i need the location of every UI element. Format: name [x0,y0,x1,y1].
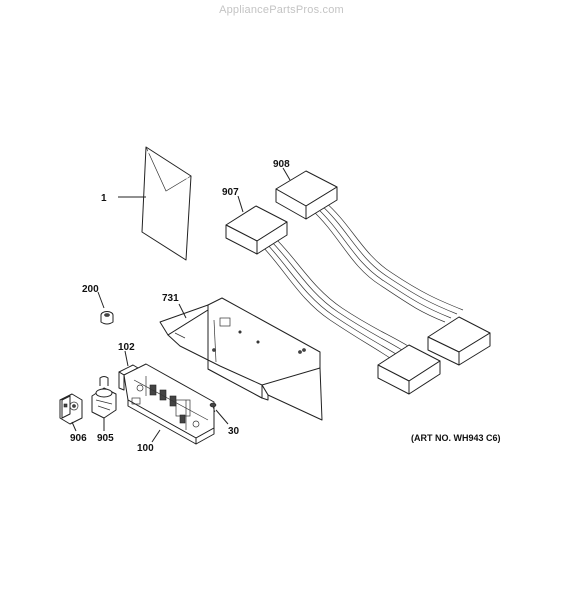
part-30-screw[interactable] [209,402,217,413]
callout-908: 908 [273,159,290,170]
callout-1: 1 [101,193,107,204]
part-1-manual[interactable] [141,146,192,261]
leader-906 [71,421,77,432]
part-906-switch[interactable] [59,393,83,425]
watermark: AppliancePartsPros.com [219,4,344,16]
leader-907 [237,195,244,213]
part-905-rotary-switch[interactable] [91,376,117,419]
callout-907: 907 [222,187,239,198]
part-908-wire-harness[interactable] [275,170,491,366]
leader-30 [215,409,229,425]
leader-100 [151,429,161,443]
callout-731: 731 [162,293,179,304]
callout-905: 905 [97,433,114,444]
leader-200 [97,291,105,309]
part-100-control-board[interactable] [123,363,215,445]
callout-100: 100 [137,443,154,454]
art-number: (ART NO. WH943 C6) [411,433,501,443]
callout-906: 906 [70,433,87,444]
part-200-knob[interactable] [100,311,114,325]
part-907-wire-harness[interactable] [225,205,441,395]
part-731-housing[interactable] [159,297,323,421]
leader-731 [178,303,187,319]
callout-200: 200 [82,284,99,295]
callout-30: 30 [228,426,240,437]
leader-908 [282,167,291,181]
part-102-bracket[interactable] [118,364,139,391]
callout-102: 102 [118,342,135,353]
leader-102 [124,350,129,367]
